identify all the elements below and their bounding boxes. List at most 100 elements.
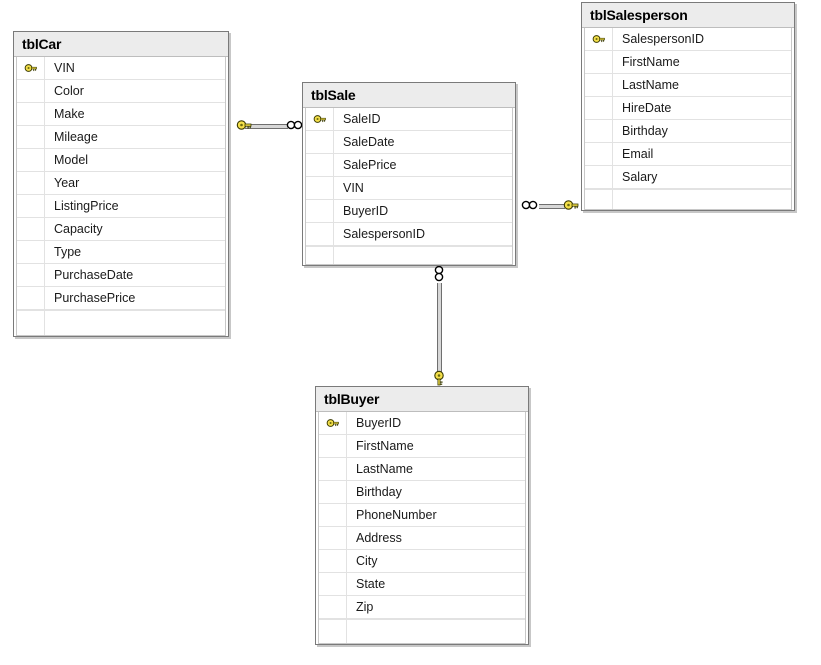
relationship-line-sale-salesperson[interactable]: [539, 204, 565, 209]
relationship-key-icon-car-sale: [236, 117, 252, 133]
primary-key-icon: [306, 108, 334, 130]
field-key-cell: [585, 120, 613, 142]
field-name: State: [356, 576, 386, 591]
field-row[interactable]: BuyerID: [306, 200, 512, 223]
field-key-cell: [17, 103, 45, 125]
key-column-stripe: [17, 311, 45, 335]
field-row[interactable]: HireDate: [585, 97, 791, 120]
field-list-filler: [306, 246, 512, 264]
field-row[interactable]: Year: [17, 172, 225, 195]
field-key-cell: [306, 223, 334, 245]
field-row[interactable]: Birthday: [319, 481, 525, 504]
field-row[interactable]: Color: [17, 80, 225, 103]
field-row[interactable]: State: [319, 573, 525, 596]
table-title: tblSalesperson: [590, 7, 688, 23]
table-header-tblbuyer[interactable]: tblBuyer: [316, 387, 528, 412]
field-row[interactable]: Address: [319, 527, 525, 550]
field-name: Year: [54, 175, 80, 190]
table-header-tblsale[interactable]: tblSale: [303, 83, 515, 108]
field-key-cell: [17, 126, 45, 148]
table-title: tblSale: [311, 87, 356, 103]
field-row[interactable]: SaleDate: [306, 131, 512, 154]
field-row[interactable]: FirstName: [319, 435, 525, 458]
field-row[interactable]: Type: [17, 241, 225, 264]
field-name: LastName: [356, 461, 413, 476]
field-key-cell: [306, 177, 334, 199]
field-key-cell: [319, 481, 347, 503]
field-row[interactable]: SalespersonID: [585, 28, 791, 51]
field-name: FirstName: [622, 54, 680, 69]
relationship-infinity-icon-car-sale: [286, 118, 304, 132]
field-name: City: [356, 553, 378, 568]
field-key-cell: [319, 458, 347, 480]
field-row[interactable]: VIN: [306, 177, 512, 200]
field-row[interactable]: LastName: [319, 458, 525, 481]
field-name: SalespersonID: [622, 31, 704, 46]
table-header-tblcar[interactable]: tblCar: [14, 32, 228, 57]
table-header-tblsalesperson[interactable]: tblSalesperson: [582, 3, 794, 28]
field-name: Type: [54, 244, 82, 259]
field-row[interactable]: FirstName: [585, 51, 791, 74]
field-row[interactable]: Capacity: [17, 218, 225, 241]
field-key-cell: [17, 195, 45, 217]
field-name: Capacity: [54, 221, 103, 236]
primary-key-icon: [319, 412, 347, 434]
field-row[interactable]: LastName: [585, 74, 791, 97]
field-row[interactable]: SalespersonID: [306, 223, 512, 246]
field-key-cell: [17, 149, 45, 171]
field-row[interactable]: SalePrice: [306, 154, 512, 177]
field-name: SaleID: [343, 111, 381, 126]
field-name: Birthday: [622, 123, 668, 138]
field-row[interactable]: Mileage: [17, 126, 225, 149]
field-row[interactable]: ListingPrice: [17, 195, 225, 218]
field-key-cell: [585, 51, 613, 73]
field-row[interactable]: VIN: [17, 57, 225, 80]
field-row[interactable]: Model: [17, 149, 225, 172]
field-key-cell: [319, 435, 347, 457]
field-name: HireDate: [622, 100, 672, 115]
field-row[interactable]: PhoneNumber: [319, 504, 525, 527]
field-row[interactable]: Make: [17, 103, 225, 126]
field-key-cell: [585, 97, 613, 119]
key-column-stripe: [585, 190, 613, 209]
field-name: LastName: [622, 77, 679, 92]
field-key-cell: [17, 287, 45, 309]
relationship-key-icon-sale-buyer: [431, 370, 447, 386]
relationship-infinity-icon-sale-salesperson: [521, 198, 539, 212]
relationship-infinity-icon-sale-buyer: [432, 265, 446, 283]
field-name: PurchaseDate: [54, 267, 134, 282]
field-key-cell: [319, 573, 347, 595]
field-name: PurchasePrice: [54, 290, 136, 305]
field-list-filler: [319, 619, 525, 643]
field-name: SalePrice: [343, 157, 397, 172]
primary-key-icon: [17, 57, 45, 79]
key-column-stripe: [319, 620, 347, 643]
field-row[interactable]: SaleID: [306, 108, 512, 131]
relationship-line-car-sale[interactable]: [245, 124, 288, 129]
field-row[interactable]: Salary: [585, 166, 791, 189]
relationship-line-sale-buyer[interactable]: [437, 283, 442, 377]
field-row[interactable]: PurchaseDate: [17, 264, 225, 287]
field-row[interactable]: Birthday: [585, 120, 791, 143]
field-key-cell: [585, 143, 613, 165]
field-name: BuyerID: [343, 203, 389, 218]
field-row[interactable]: Email: [585, 143, 791, 166]
field-name: Address: [356, 530, 402, 545]
field-key-cell: [319, 596, 347, 618]
field-key-cell: [17, 241, 45, 263]
field-row[interactable]: PurchasePrice: [17, 287, 225, 310]
field-row[interactable]: BuyerID: [319, 412, 525, 435]
field-row[interactable]: City: [319, 550, 525, 573]
field-name: VIN: [54, 60, 75, 75]
field-row[interactable]: Zip: [319, 596, 525, 619]
field-key-cell: [17, 80, 45, 102]
